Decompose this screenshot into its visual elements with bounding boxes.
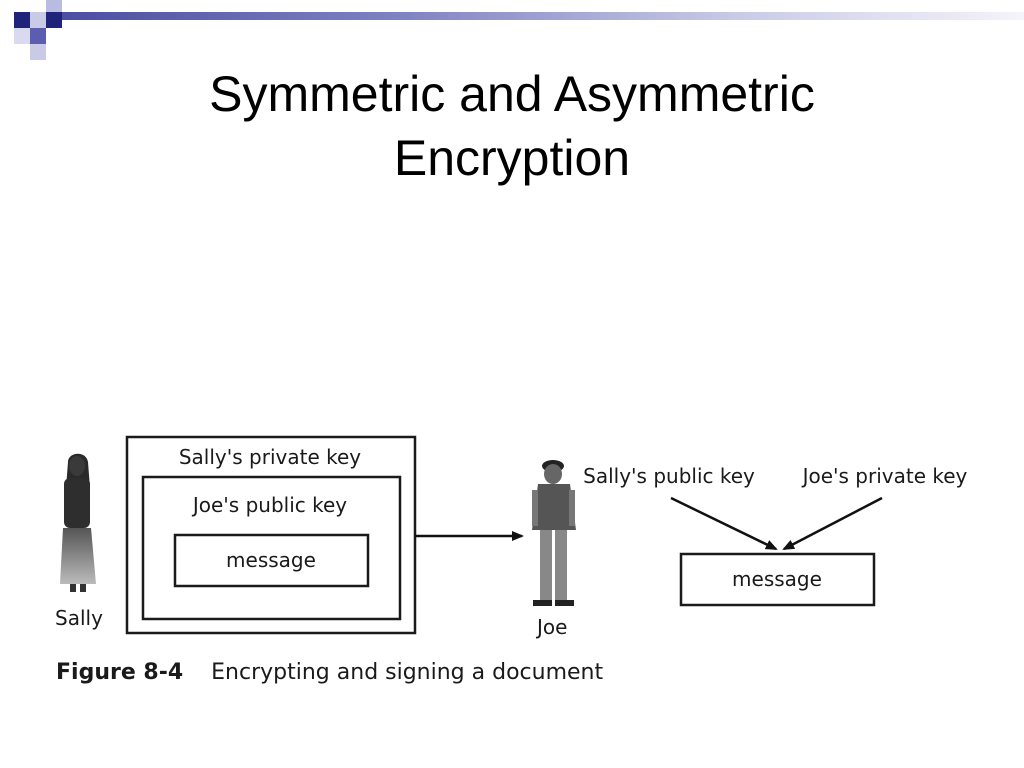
key-right-label: Joe's private key (801, 464, 968, 488)
deco-square (30, 44, 46, 60)
sender-name: Sally (55, 606, 103, 630)
key-left-label: Sally's public key (583, 464, 755, 488)
figure-caption-text: Encrypting and signing a document (211, 660, 604, 685)
slide-title-line-1: Symmetric and Asymmetric (209, 66, 815, 122)
receiver-name: Joe (535, 615, 567, 639)
result-box-label: message (732, 567, 822, 591)
deco-square (14, 12, 30, 28)
inner-box-label: message (226, 548, 316, 572)
deco-square (30, 28, 46, 44)
deco-square (46, 0, 62, 12)
deco-square (46, 12, 62, 28)
joe-figure (532, 460, 576, 606)
figure-number: Figure 8-4 (56, 660, 184, 685)
sally-figure (60, 453, 96, 592)
inner-box (173, 533, 370, 588)
result-box (679, 552, 876, 607)
title-gradient-bar (62, 12, 1024, 20)
outer-box-label: Sally's private key (179, 445, 361, 469)
left-key-arrow (670, 496, 778, 551)
middle-box-label: Joe's public key (191, 493, 347, 517)
slide-title-line-2: Encryption (393, 130, 631, 186)
deco-square (30, 12, 46, 28)
corner-decoration (0, 0, 1024, 60)
right-key-arrow (782, 496, 883, 551)
slide-title: Symmetric and Asymmetric Encryption (0, 62, 1024, 190)
figure-caption: Figure 8-4 Encrypting and signing a docum… (56, 660, 603, 685)
deco-square (14, 28, 30, 44)
